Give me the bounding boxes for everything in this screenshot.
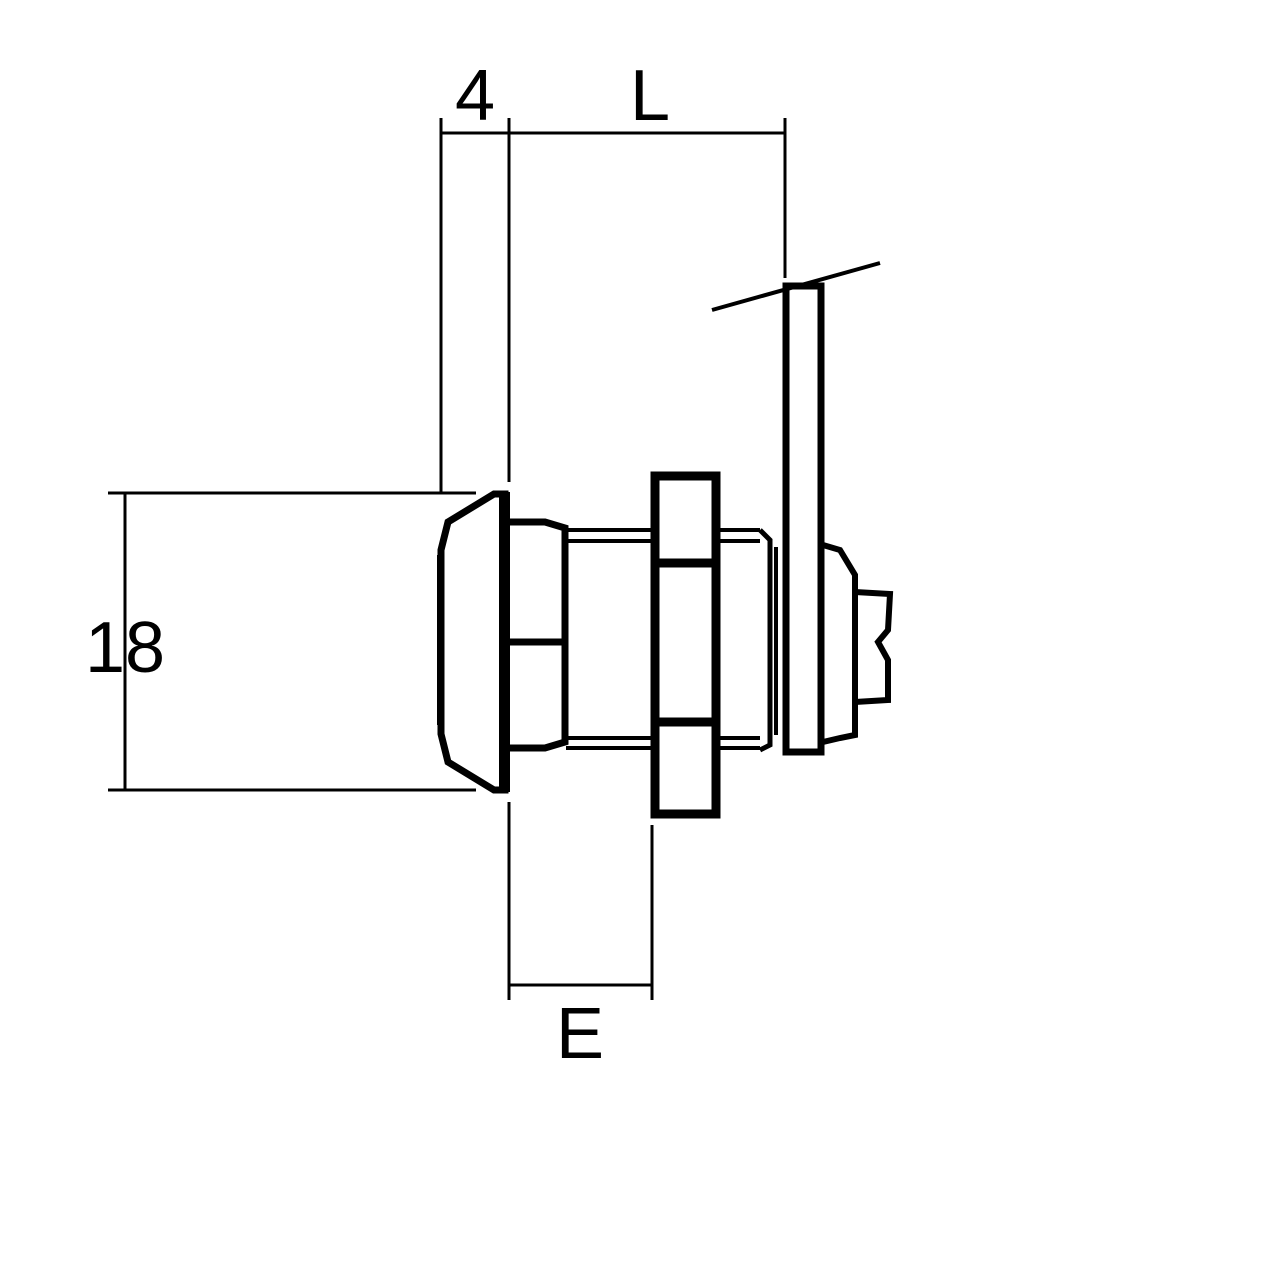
label-diameter: 18 bbox=[85, 608, 165, 688]
hex-nut bbox=[650, 471, 721, 819]
cap-rim bbox=[499, 492, 510, 792]
lock-body bbox=[437, 261, 894, 819]
screw-tip bbox=[854, 589, 894, 705]
flange-block bbox=[510, 518, 569, 752]
cam-plate bbox=[782, 282, 825, 756]
cam-retainer bbox=[822, 542, 858, 745]
label-cap-thickness: 4 bbox=[455, 56, 495, 136]
label-body-length: L bbox=[630, 56, 670, 136]
cam-break-line bbox=[711, 261, 881, 312]
barrel bbox=[566, 528, 760, 750]
label-panel-thickness: E bbox=[556, 994, 604, 1074]
ring bbox=[758, 528, 773, 753]
dimension-lines bbox=[108, 118, 787, 1000]
cap-face bbox=[437, 490, 509, 794]
